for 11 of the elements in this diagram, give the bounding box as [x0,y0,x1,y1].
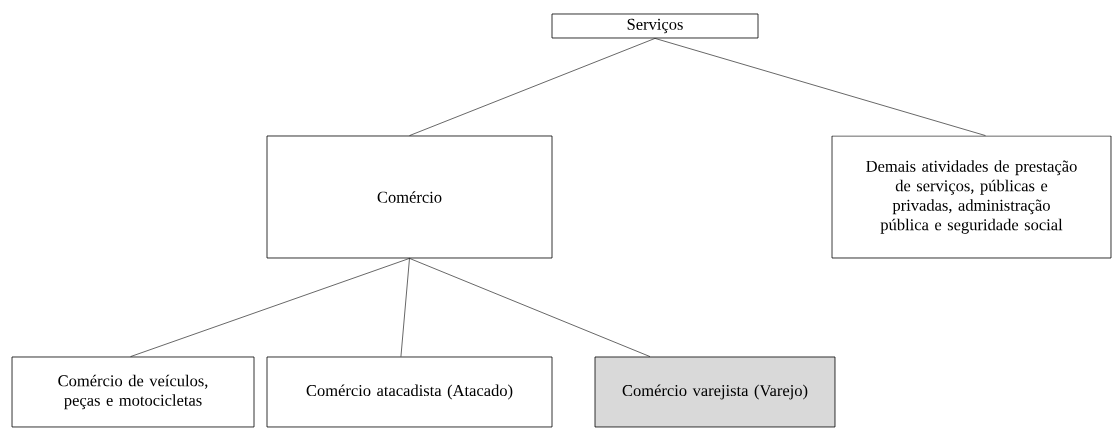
category-box: Comércio [266,135,553,259]
highlighted-box: Comércio varejista (Varejo) [594,356,836,428]
connector-line [130,258,410,357]
category-box: Comércio de veículos, peças e motocicletas [11,356,255,428]
connector-line [400,258,410,357]
connector-line [654,38,986,136]
category-box: Comércio atacadista (Atacado) [266,356,553,428]
category-box: Serviços [551,13,759,39]
connector-line [409,258,651,357]
category-box: Demais atividades de prestação de serviços, públicas e privadas, administração pública e seguridade social [831,135,1112,259]
connector-line [409,38,656,136]
